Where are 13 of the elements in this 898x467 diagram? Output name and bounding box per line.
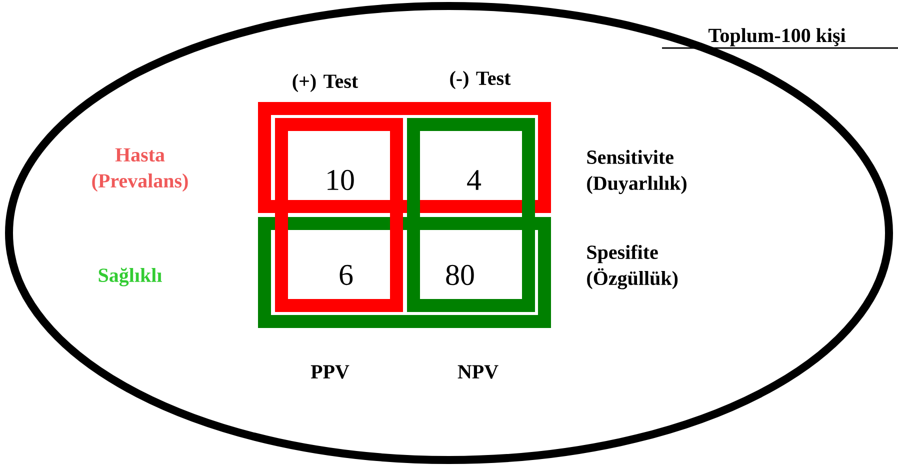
- column-label: (-) Test: [450, 70, 511, 90]
- cell-value: 6: [340, 264, 353, 286]
- cell-value: 4: [467, 170, 482, 190]
- row-label: Hasta (Prevalans): [92, 148, 188, 192]
- measure-label: PPV: [310, 365, 350, 379]
- cell-value: 80: [446, 264, 474, 286]
- row-label: Sağlıklı: [98, 268, 162, 286]
- heading: Toplum-100 kişi: [708, 28, 846, 46]
- cell-value: 10: [328, 170, 354, 190]
- measure-label: NPV: [458, 365, 498, 379]
- measure-label: Sensitivite (Duyarlılık): [587, 150, 686, 194]
- column-label: (+) Test: [292, 74, 358, 92]
- measure-label: Spesifite (Özgüllük): [587, 244, 678, 290]
